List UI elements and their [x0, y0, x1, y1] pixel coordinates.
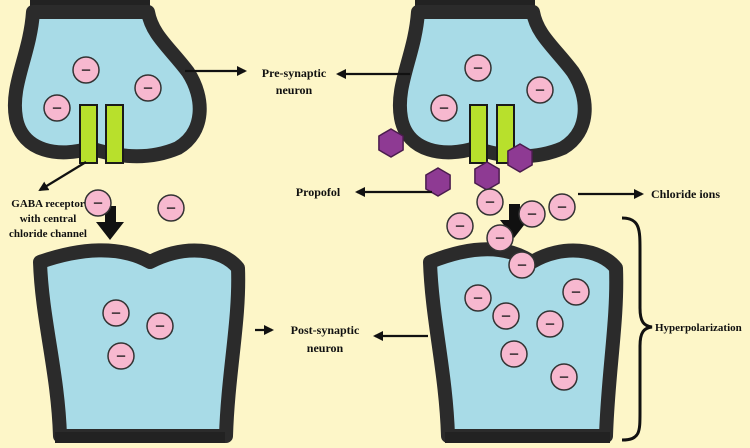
ion-charge-symbol: − [155, 316, 165, 336]
ion-charge-symbol: − [559, 367, 569, 387]
ion-charge-symbol: − [517, 255, 527, 275]
chloride-ion-layer: −−−−−−−−−−−−−−−−−−−−−−− [43, 54, 590, 391]
propofol-molecule [425, 167, 451, 197]
chloride-ion: − [84, 189, 112, 217]
chloride-ion: − [157, 194, 185, 222]
chloride-ion: − [518, 200, 546, 228]
gaba-label-line2: with central [20, 213, 77, 225]
chloride-ion: − [430, 94, 458, 122]
right-release-arrow-icon [500, 204, 528, 238]
ion-charge-symbol: − [116, 346, 126, 366]
ion-charge-symbol: − [485, 192, 495, 212]
chloride-ion: − [134, 74, 162, 102]
chloride-ion: − [476, 188, 504, 216]
ion-charge-symbol: − [571, 282, 581, 302]
chloride-ion: − [486, 224, 514, 252]
hyperpolarization-brace [621, 216, 653, 442]
connector-arrows [38, 66, 644, 341]
ion-charge-symbol: − [535, 80, 545, 100]
ion-charge-symbol: − [166, 198, 176, 218]
ion-charge-symbol: − [527, 204, 537, 224]
chloride-ion: − [72, 56, 100, 84]
ion-charge-symbol: − [509, 344, 519, 364]
presynaptic-label-line1: Pre-synaptic [262, 66, 327, 80]
ion-charge-symbol: − [111, 303, 121, 323]
chloride-ion: − [102, 299, 130, 327]
ion-charge-symbol: − [93, 193, 103, 213]
presynaptic-label-line2: neuron [276, 83, 313, 97]
chloride-ion: − [464, 54, 492, 82]
chloride-ions-label: Chloride ions [651, 187, 720, 201]
hyperpolarization-label: Hyperpolarization [655, 322, 742, 334]
propofol-molecule [378, 128, 404, 158]
chloride-ion: − [492, 302, 520, 330]
propofol-molecule [474, 161, 500, 191]
left-gaba-receptor [79, 104, 124, 164]
ion-charge-symbol: − [545, 314, 555, 334]
chloride-ion: − [550, 363, 578, 391]
propofol-label: Propofol [296, 185, 341, 199]
chloride-ion: − [464, 284, 492, 312]
chloride-ion: − [107, 342, 135, 370]
gaba-label-line3: chloride channel [9, 228, 87, 240]
chloride-ion: − [562, 278, 590, 306]
arrow-to-gaba-label [38, 161, 87, 192]
chloride-ion: − [508, 251, 536, 279]
ion-charge-symbol: − [495, 228, 505, 248]
ion-charge-symbol: − [557, 197, 567, 217]
chloride-ion: − [500, 340, 528, 368]
gaba-label-line1: GABA receptor [11, 198, 85, 210]
ion-charge-symbol: − [501, 306, 511, 326]
right-gaba-receptor [469, 104, 515, 164]
ion-charge-symbol: − [455, 216, 465, 236]
ion-charge-symbol: − [143, 78, 153, 98]
postsynaptic-label-line2: neuron [307, 341, 344, 355]
ion-charge-symbol: − [473, 58, 483, 78]
chloride-ion: − [526, 76, 554, 104]
chloride-ion: − [548, 193, 576, 221]
left-release-arrow-icon [96, 206, 124, 240]
chloride-ion: − [446, 212, 474, 240]
postsynaptic-label-line1: Post-synaptic [291, 323, 360, 337]
chloride-ion: − [43, 94, 71, 122]
ion-charge-symbol: − [439, 98, 449, 118]
propofol-molecule [507, 143, 533, 173]
left-postsynaptic-neuron [33, 243, 246, 443]
ion-charge-symbol: − [81, 60, 91, 80]
ion-charge-symbol: − [473, 288, 483, 308]
chloride-ion: − [536, 310, 564, 338]
propofol-molecules [378, 128, 533, 197]
chloride-ion: − [146, 312, 174, 340]
ion-charge-symbol: − [52, 98, 62, 118]
